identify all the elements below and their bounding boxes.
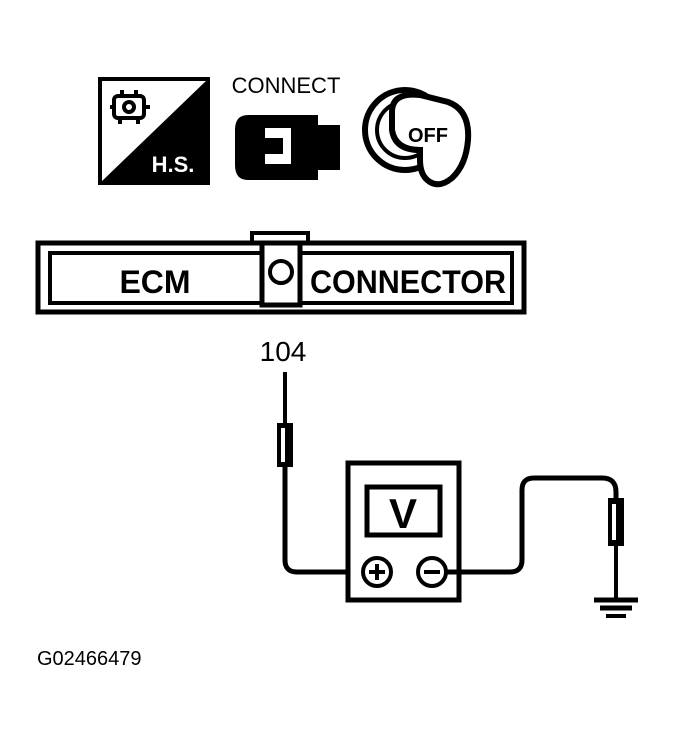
ground-icon (594, 597, 638, 618)
terminal-number-label: 104 (260, 336, 307, 367)
negative-probe (608, 498, 624, 600)
hot-shutdown-label: H.S. (152, 152, 195, 177)
engine-icon (110, 90, 150, 124)
ignition-key-icon (389, 91, 472, 188)
connect-label: CONNECT (232, 73, 341, 98)
voltmeter: V (345, 460, 462, 603)
positive-probe (277, 372, 293, 467)
ignition-off-label: OFF (408, 125, 448, 147)
negative-lead-wire (446, 475, 619, 575)
ignition-off-icon: OFF (362, 87, 472, 188)
positive-terminal-icon (361, 556, 393, 588)
voltmeter-display-label: V (389, 490, 417, 537)
hot-shutdown-icon: H.S. (98, 77, 210, 185)
ecm-connector: ECM CONNECTOR (35, 231, 527, 315)
connect-icon: CONNECT (232, 73, 341, 180)
terminal-104-cavity (259, 240, 303, 308)
figure-id: G02466479 (37, 648, 142, 670)
ecm-label: ECM (119, 264, 190, 300)
positive-lead-wire (282, 467, 360, 575)
negative-terminal-icon (416, 556, 448, 588)
connector-label: CONNECTOR (310, 264, 506, 300)
